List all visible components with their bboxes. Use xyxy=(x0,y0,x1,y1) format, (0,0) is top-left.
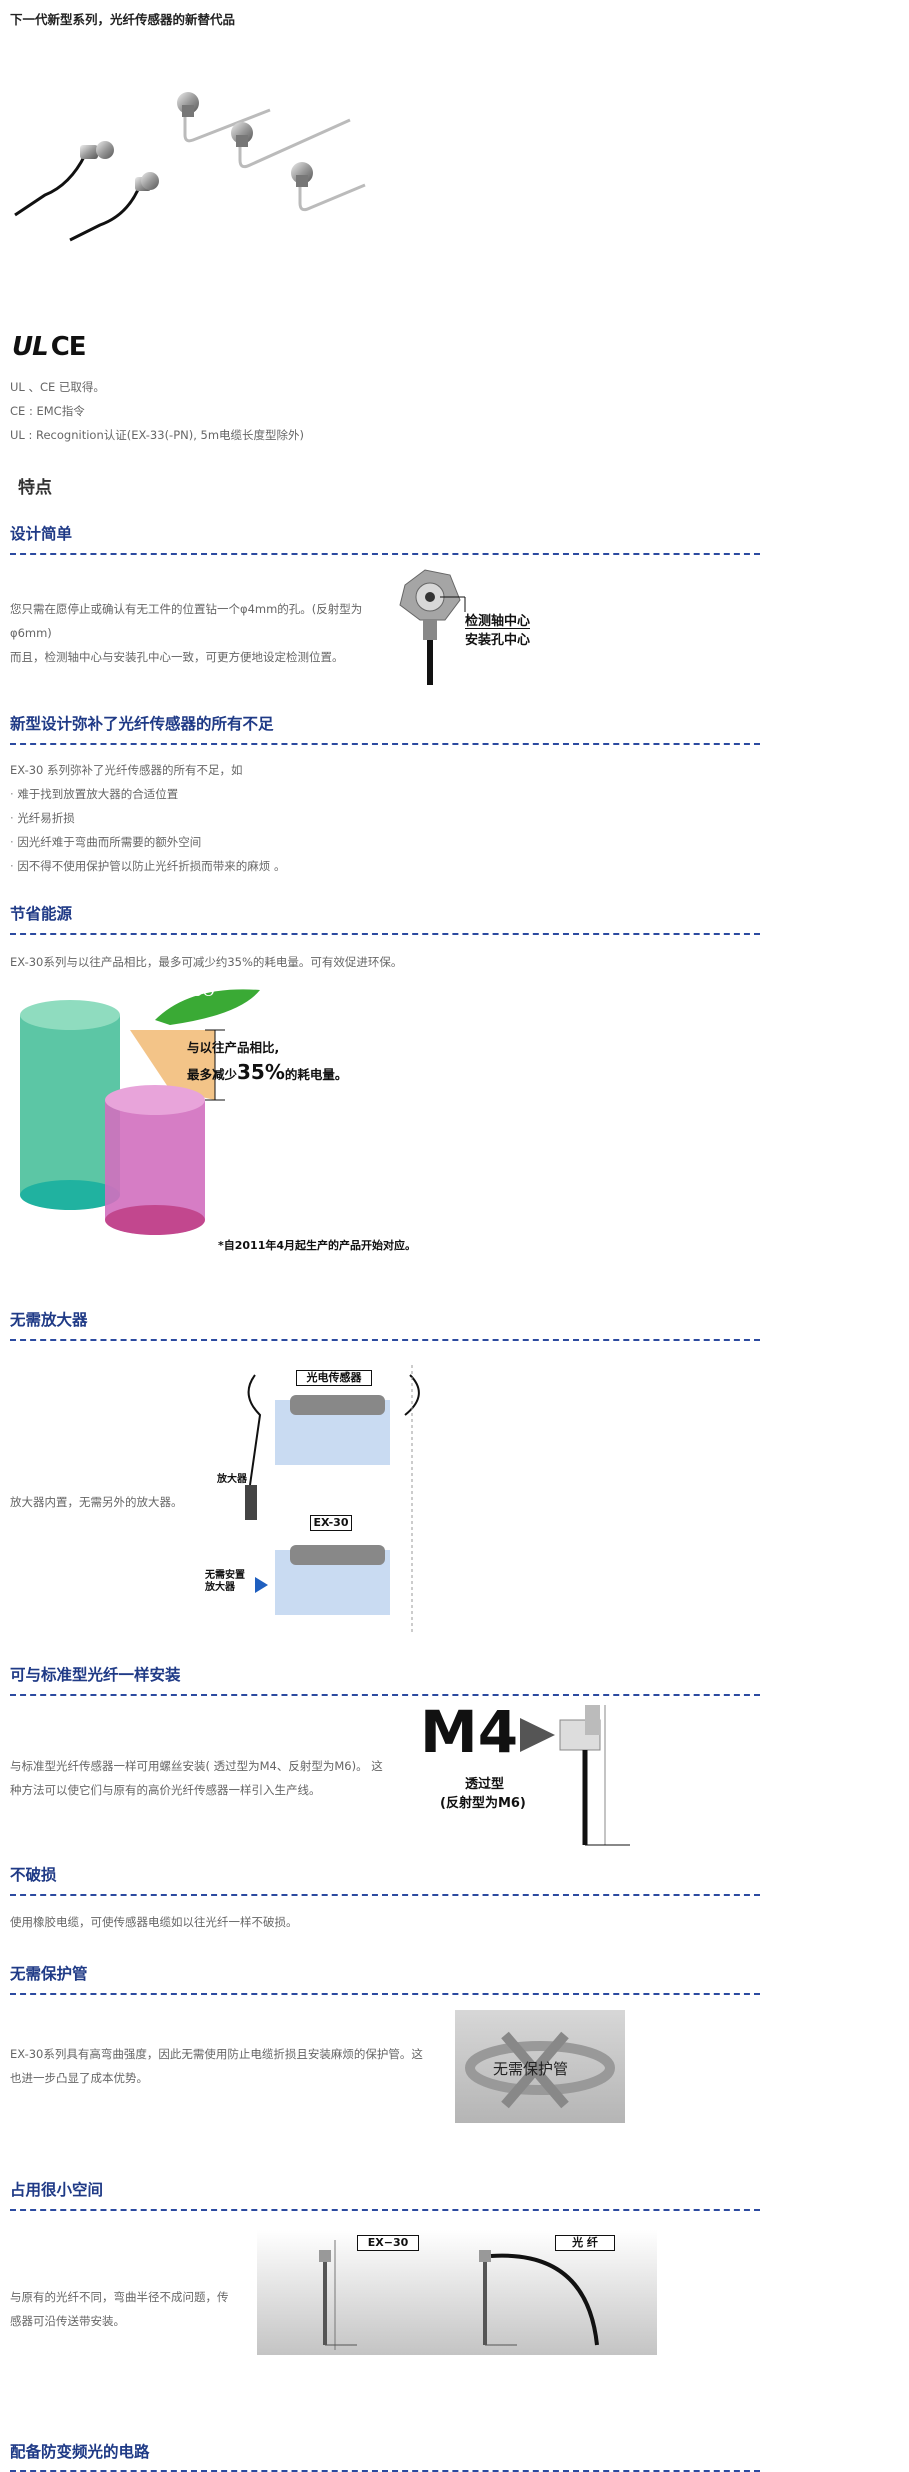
section-title-energy: 节省能源 xyxy=(10,905,73,923)
divider xyxy=(10,2470,760,2472)
section-text: EX-30系列具有高弯曲强度，因此无需使用防止电缆折损且安装麻烦的保护管。这 xyxy=(10,2047,423,2061)
ex30-label: EX-30 xyxy=(310,1515,352,1531)
callout-hole-center: 安装孔中心 xyxy=(465,628,531,648)
section-title-no-damage: 不破损 xyxy=(10,1866,57,1884)
divider xyxy=(10,933,760,935)
divider xyxy=(10,1339,760,1341)
section-title-small-space: 占用很小空间 xyxy=(10,2181,104,2199)
divider xyxy=(10,2209,760,2211)
section-title-no-amplifier: 无需放大器 xyxy=(10,1311,88,1329)
section-title-simple-design: 设计简单 xyxy=(10,525,73,543)
m4-mount-diagram xyxy=(520,1705,630,1846)
list-item: 因不得不使用保护管以防止光纤折损而带来的麻烦 。 xyxy=(10,854,285,878)
amplifier-diagram xyxy=(245,1365,420,1635)
product-image xyxy=(14,92,366,242)
section-text: 放大器内置，无需另外的放大器。 xyxy=(10,1495,183,1509)
section-text: 您只需在愿停止或确认有无工件的位置钻一个φ4mm的孔。(反射型为φ6mm) xyxy=(10,602,363,640)
divider xyxy=(10,1694,760,1696)
section-title-no-protection-tube: 无需保护管 xyxy=(10,1965,88,1983)
cert-line-1: UL 、CE 已取得。 xyxy=(10,380,105,394)
list-item: 光纤易折损 xyxy=(10,806,285,830)
m4-label: M4 xyxy=(420,1698,519,1766)
section-text: 而且，检测轴中心与安装孔中心一致，可更方便地设定检测位置。 xyxy=(10,650,344,664)
callout-detection-axis: 检测轴中心 xyxy=(465,614,531,629)
energy-label-1: 与以往产品相比, xyxy=(187,1040,280,1055)
section-text: 也进一步凸显了成本优势。 xyxy=(10,2071,148,2085)
section-text: 种方法可以使它们与原有的高价光纤传感器一样引入生产线。 xyxy=(10,1783,321,1797)
section-title-anti-inverter: 配备防变频光的电路 xyxy=(10,2443,150,2461)
ce-logo: CE xyxy=(50,332,87,362)
section-text: 与标准型光纤传感器一样可用螺丝安装( 透过型为M4、反射型为M6)。 这 xyxy=(10,1759,383,1773)
section-title-new-design: 新型设计弥补了光纤传感器的所有不足 xyxy=(10,715,274,733)
features-heading: 特点 xyxy=(18,478,52,498)
section-text: EX-30 系列弥补了光纤传感器的所有不足，如 xyxy=(10,763,243,777)
photoelectric-label: 光电传感器 xyxy=(296,1370,372,1386)
cert-line-3: UL : Recognition认证(EX-33(-PN), 5m电缆长度型除外… xyxy=(10,428,305,442)
section-title-standard-mount: 可与标准型光纤一样安装 xyxy=(10,1666,181,1684)
list-item: 难于找到放置放大器的合适位置 xyxy=(10,782,285,806)
bullet-list: 难于找到放置放大器的合适位置 光纤易折损 因光纤难于弯曲而所需要的额外空间 因不… xyxy=(10,782,285,878)
ul-logo: UL xyxy=(12,332,49,362)
ex30-label: EX−30 xyxy=(357,2235,419,2251)
transmit-type-label: 透过型 xyxy=(465,1777,505,1792)
eco-badge: ECO xyxy=(180,982,215,1000)
page-title: 下一代新型系列，光纤传感器的新替代品 xyxy=(10,12,236,27)
section-text: 感器可沿传送带安装。 xyxy=(10,2314,125,2328)
amplifier-label: 放大器 xyxy=(217,1474,247,1485)
section-text: 使用橡胶电缆，可使传感器电缆如以往光纤一样不破损。 xyxy=(10,1915,298,1929)
section-text: 与原有的光纤不同，弯曲半径不成问题，传 xyxy=(10,2290,229,2304)
sensor-hole-diagram xyxy=(399,569,466,685)
energy-label-2: 最多减少35%的耗电量。 xyxy=(187,1060,348,1084)
divider xyxy=(10,553,760,555)
divider xyxy=(10,1993,760,1995)
reflect-type-label: (反射型为M6) xyxy=(440,1796,526,1811)
cert-line-2: CE : EMC指令 xyxy=(10,404,85,418)
space-comparison-image: EX−30 光 纤 xyxy=(257,2230,657,2355)
divider xyxy=(10,1894,760,1896)
no-amp-label: 无需安置放大器 xyxy=(205,1570,245,1593)
list-item: 因光纤难于弯曲而所需要的额外空间 xyxy=(10,830,285,854)
fiber-label: 光 纤 xyxy=(555,2235,615,2251)
divider xyxy=(10,743,760,745)
no-tube-image: 无需保护管 xyxy=(455,2010,625,2123)
energy-note: *自2011年4月起生产的产品开始对应。 xyxy=(218,1239,417,1252)
section-text: EX-30系列与以往产品相比，最多可减少约35%的耗电量。可有效促进环保。 xyxy=(10,955,403,969)
energy-cylinders xyxy=(20,989,260,1235)
no-tube-label: 无需保护管 xyxy=(493,2060,569,2078)
